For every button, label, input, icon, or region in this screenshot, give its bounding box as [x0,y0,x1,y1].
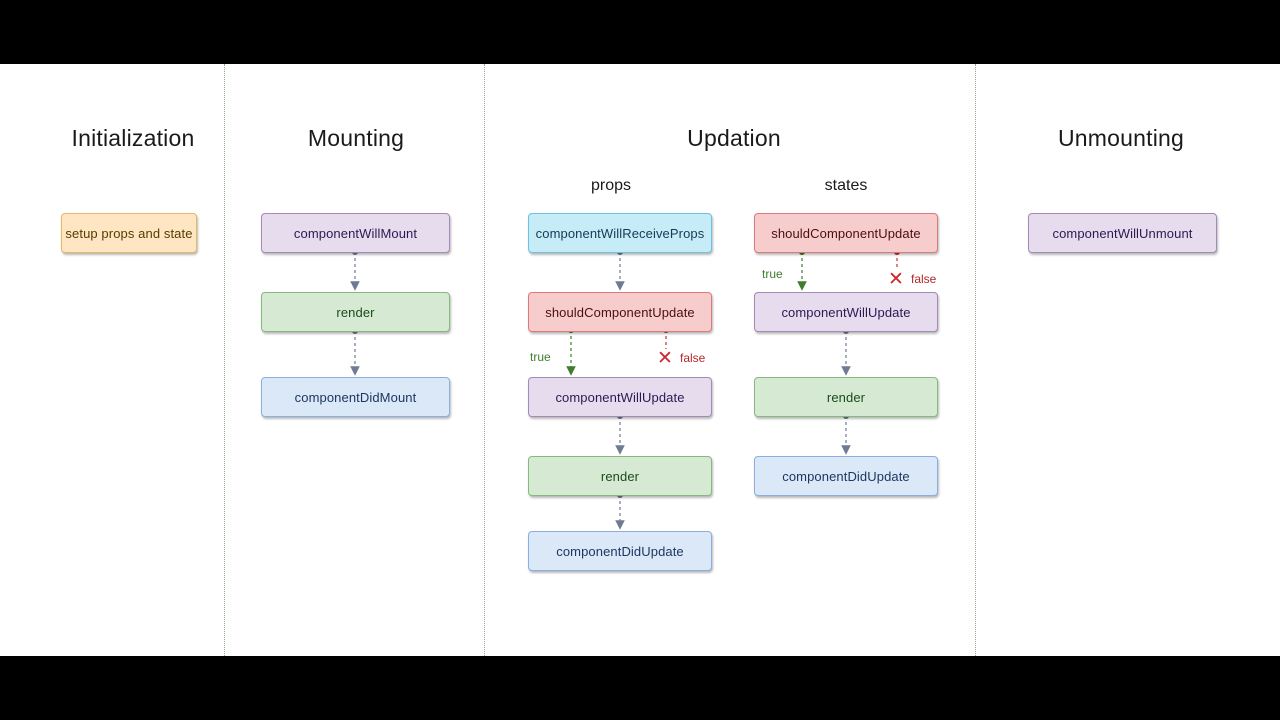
node-component-did-update: componentDidUpdate [528,531,712,571]
node-render: render [261,292,450,332]
node-component-will-update: componentWillUpdate [754,292,938,332]
phase-divider [224,64,225,656]
phase-title-mounting: Mounting [307,125,405,151]
edge-props-3 [615,413,625,455]
node-component-will-unmount: componentWillUnmount [1028,213,1217,253]
phase-divider [975,64,976,656]
node-component-will-receive-props: componentWillReceiveProps [528,213,712,253]
edge-label-true: true [530,350,551,364]
edge-label-false: false [680,351,706,365]
phase-title-initialization: Initialization [71,125,195,151]
edge-mounting-1 [350,249,360,291]
edge-props-true [566,327,576,376]
node-component-did-update: componentDidUpdate [754,456,938,496]
subtitle-states: states [824,177,868,194]
edge-label-true: true [762,267,783,281]
subtitle-props: props [590,177,632,194]
edge-states-3 [841,413,851,455]
edge-mounting-2 [350,328,360,376]
edge-props-4 [615,492,625,530]
edge-states-2 [841,328,851,376]
edge-props-1 [615,249,625,291]
node-component-will-mount: componentWillMount [261,213,450,253]
phase-divider [484,64,485,656]
node-component-did-mount: componentDidMount [261,377,450,417]
node-setup-props-and-state: setup props and state [61,213,197,253]
edge-states-true [797,249,807,291]
node-should-component-update: shouldComponentUpdate [754,213,938,253]
phase-title-updation: Updation [687,125,781,151]
false-cross-icon: ✕ [888,269,904,290]
edge-label-false: false [911,272,937,286]
node-should-component-update: shouldComponentUpdate [528,292,712,332]
false-cross-icon: ✕ [657,348,673,369]
node-render: render [754,377,938,417]
node-component-will-update: componentWillUpdate [528,377,712,417]
phase-title-unmounting: Unmounting [1057,125,1185,151]
lifecycle-diagram: Initialization Mounting Updation Unmount… [0,64,1280,656]
node-render: render [528,456,712,496]
